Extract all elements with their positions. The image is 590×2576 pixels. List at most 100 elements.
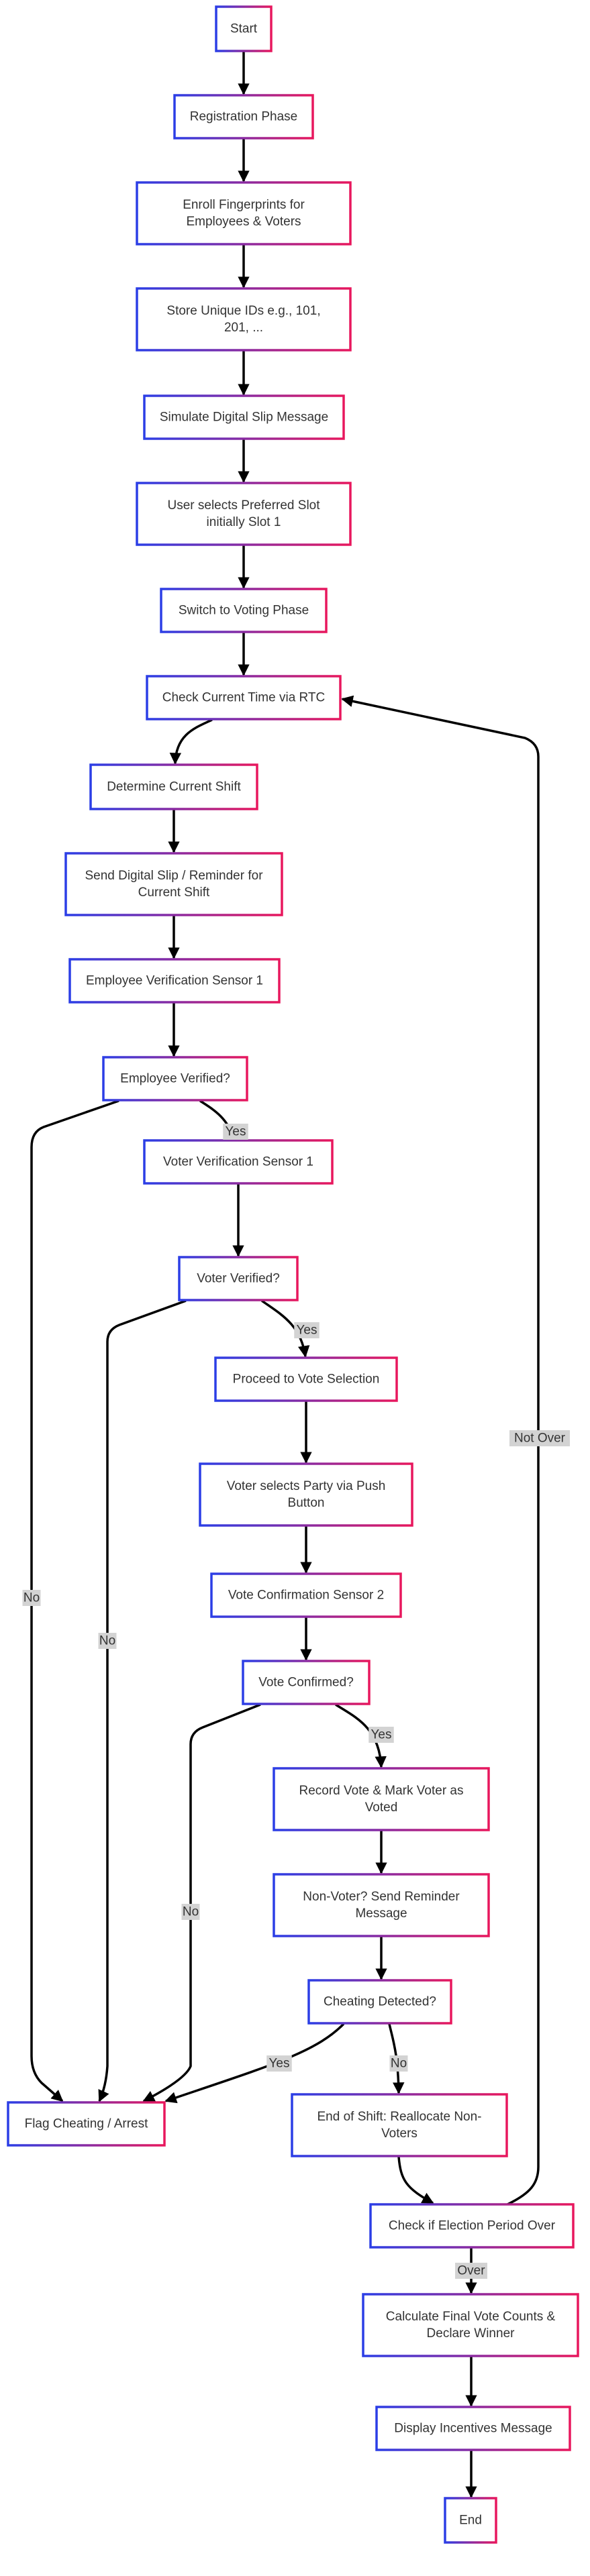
node-vote-sensor-box bbox=[210, 1572, 402, 1618]
node-flag-cheating-label-1: Flag Cheating / Arrest bbox=[25, 2117, 148, 2131]
node-flag-cheating-box bbox=[7, 2101, 166, 2147]
node-record-vote-label-2: Voted bbox=[365, 1801, 398, 1815]
node-record-vote: Record Vote & Mark Voter as Voted bbox=[273, 1767, 490, 1831]
node-send-slip-box bbox=[64, 852, 283, 916]
edge-vote-confirmed-to-flag-cheating bbox=[142, 1703, 261, 2102]
node-vote-sensor: Vote Confirmation Sensor 2 bbox=[210, 1572, 402, 1618]
node-vote-confirmed: Vote Confirmed? bbox=[242, 1660, 371, 1705]
edge-label-employee-no-text: No bbox=[23, 1591, 40, 1605]
node-non-voter-label-1: Non-Voter? Send Reminder bbox=[303, 1890, 460, 1904]
edge-end-shift-to-check-period bbox=[397, 2156, 434, 2204]
node-check-period-label-1: Check if Election Period Over bbox=[389, 2219, 556, 2233]
edge-label-vote-no: No bbox=[181, 1904, 200, 1920]
edge-label-voter-yes: Yes bbox=[294, 1322, 319, 1338]
node-determine-shift: Determine Current Shift bbox=[89, 763, 258, 810]
node-vote-sensor-label-1: Vote Confirmation Sensor 2 bbox=[228, 1589, 384, 1603]
node-switch-voting-box bbox=[160, 588, 328, 633]
edge-label-period-over: Over bbox=[455, 2263, 487, 2279]
node-end-shift-box bbox=[291, 2093, 508, 2157]
node-calculate-label-1: Calculate Final Vote Counts & bbox=[386, 2310, 556, 2324]
node-switch-voting-label-1: Switch to Voting Phase bbox=[179, 604, 309, 618]
node-store-ids: Store Unique IDs e.g., 101,201, ... bbox=[136, 287, 352, 352]
node-cheating-detected: Cheating Detected? bbox=[307, 1979, 452, 2025]
node-voter-verified: Voter Verified? bbox=[178, 1256, 299, 1301]
edge-label-employee-yes: Yes bbox=[223, 1124, 248, 1140]
node-flag-cheating: Flag Cheating / Arrest bbox=[7, 2101, 166, 2147]
node-calculate-label-2: Declare Winner bbox=[427, 2326, 515, 2341]
node-simulate-slip: Simulate Digital Slip Message bbox=[143, 394, 345, 440]
edge-label-voter-no-text: No bbox=[99, 1634, 115, 1648]
node-simulate-slip-label-1: Simulate Digital Slip Message bbox=[160, 411, 328, 425]
node-incentives-label-1: Display Incentives Message bbox=[394, 2422, 552, 2436]
node-employee-verified-label-1: Employee Verified? bbox=[120, 1072, 230, 1086]
node-select-party-box bbox=[199, 1462, 413, 1527]
node-store-ids-box bbox=[136, 287, 352, 352]
node-select-slot-label-2: initially Slot 1 bbox=[207, 515, 281, 529]
node-simulate-slip-box bbox=[143, 394, 345, 440]
edge-label-cheating-no-text: No bbox=[391, 2057, 407, 2071]
node-employee-sensor: Employee Verification Sensor 1 bbox=[68, 958, 281, 1004]
edge-label-vote-yes-bg bbox=[368, 1727, 394, 1743]
node-determine-shift-box bbox=[89, 763, 258, 810]
node-proceed-vote: Proceed to Vote Selection bbox=[214, 1356, 398, 1402]
node-incentives: Display Incentives Message bbox=[375, 2406, 571, 2451]
node-select-party-label-1: Voter selects Party via Push bbox=[227, 1479, 386, 1493]
node-end-shift-label-2: Voters bbox=[381, 2127, 417, 2141]
edge-label-period-not-over-text: Not Over bbox=[514, 1432, 566, 1446]
edge-check-time-to-determine-shift bbox=[169, 718, 213, 765]
edge-label-employee-yes-bg bbox=[223, 1124, 248, 1140]
node-enroll-label-1: Enroll Fingerprints for bbox=[183, 198, 305, 212]
edge-label-period-not-over: Not Over bbox=[509, 1430, 570, 1446]
node-voter-sensor-box bbox=[143, 1139, 334, 1185]
edge-label-employee-no: No bbox=[22, 1590, 41, 1606]
node-record-vote-label-1: Record Vote & Mark Voter as bbox=[299, 1784, 463, 1798]
node-check-time-label-1: Check Current Time via RTC bbox=[162, 691, 326, 705]
node-start-label-1: Start bbox=[230, 22, 258, 36]
node-select-slot: User selects Preferred Slot initially Slo… bbox=[136, 482, 352, 546]
node-employee-verified: Employee Verified? bbox=[102, 1056, 248, 1102]
node-send-slip-label-2: Current Shift bbox=[138, 885, 210, 900]
edge-label-voter-yes-bg bbox=[294, 1322, 319, 1338]
edge-cheating-detected-to-flag-cheating bbox=[164, 2023, 345, 2104]
edge-label-cheating-yes-text: Yes bbox=[269, 2057, 290, 2071]
edge-label-period-over-text: Over bbox=[457, 2264, 485, 2278]
edge-label-period-not-over-bg bbox=[509, 1430, 570, 1446]
node-enroll-label-2: Employees & Voters bbox=[186, 215, 301, 229]
node-calculate: Calculate Final Vote Counts & Declare Win… bbox=[362, 2293, 579, 2357]
edge-check-period-to-check-time bbox=[341, 695, 540, 2206]
node-select-party-label-2: Button bbox=[288, 1496, 325, 1510]
edge-label-cheating-no: No bbox=[389, 2055, 408, 2072]
edge-label-voter-yes-text: Yes bbox=[297, 1324, 317, 1338]
node-non-voter-label-2: Message bbox=[355, 1907, 407, 1921]
node-determine-shift-label-1: Determine Current Shift bbox=[107, 780, 241, 794]
node-send-slip: Send Digital Slip / Reminder forCurrent … bbox=[64, 852, 283, 916]
node-incentives-box bbox=[375, 2406, 571, 2451]
edge-label-employee-no-bg bbox=[22, 1590, 41, 1606]
edge-label-cheating-yes: Yes bbox=[266, 2055, 292, 2072]
node-end-box bbox=[444, 2497, 497, 2544]
node-select-slot-label-1: User selects Preferred Slot bbox=[167, 498, 320, 513]
edge-label-cheating-no-bg bbox=[389, 2055, 408, 2072]
node-registration-label-1: Registration Phase bbox=[190, 110, 298, 124]
node-voter-verified-label-1: Voter Verified? bbox=[197, 1272, 280, 1286]
node-check-time-box bbox=[146, 675, 342, 720]
edge-label-period-over-bg bbox=[455, 2263, 487, 2279]
edge-label-vote-no-bg bbox=[181, 1904, 200, 1920]
node-cheating-detected-box bbox=[307, 1979, 452, 2025]
node-vote-confirmed-label-1: Vote Confirmed? bbox=[258, 1676, 354, 1690]
edge-label-vote-yes-text: Yes bbox=[371, 1728, 392, 1742]
node-check-time: Check Current Time via RTC bbox=[146, 675, 342, 720]
node-end-label-1: End bbox=[459, 2514, 482, 2528]
node-end-shift: End of Shift: Reallocate Non-Voters bbox=[291, 2093, 508, 2157]
edge-label-voter-no: No bbox=[98, 1633, 117, 1649]
node-start-box bbox=[215, 5, 273, 52]
node-proceed-vote-label-1: Proceed to Vote Selection bbox=[233, 1373, 380, 1387]
node-cheating-detected-label-1: Cheating Detected? bbox=[324, 1995, 436, 2009]
edge-label-cheating-yes-bg bbox=[266, 2055, 292, 2072]
node-enroll-box bbox=[136, 181, 352, 246]
node-voter-sensor-label-1: Voter Verification Sensor 1 bbox=[163, 1155, 313, 1169]
